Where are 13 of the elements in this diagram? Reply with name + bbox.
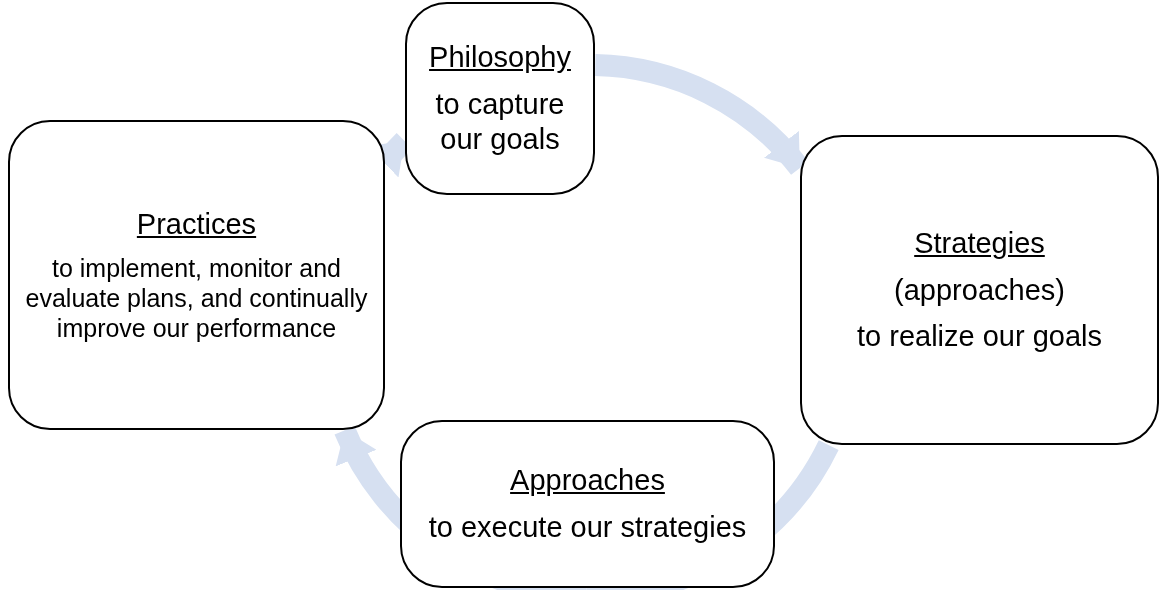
rounded-box: [800, 135, 1159, 445]
box-heading: Philosophy: [429, 40, 571, 76]
box-heading: Strategies: [914, 225, 1045, 261]
rounded-box: [8, 120, 385, 430]
box-description: to capture our goals: [434, 87, 566, 157]
rounded-box: [405, 2, 595, 195]
box-heading: Practices: [136, 206, 257, 242]
rounded-box: [400, 420, 775, 588]
box-description: to implement, monitor and evaluate plans, and continually improve our performance: [24, 253, 369, 344]
box-description: to execute our strategies: [428, 510, 747, 545]
box-heading: Approaches: [510, 463, 665, 498]
box-description: to realize our goals: [857, 319, 1102, 355]
box-description: (approaches): [894, 272, 1065, 308]
